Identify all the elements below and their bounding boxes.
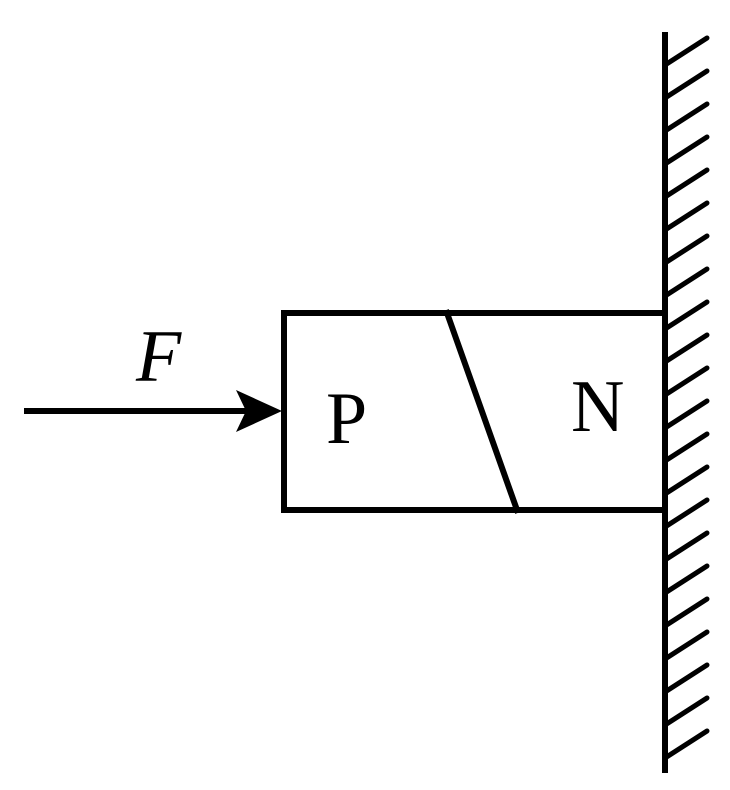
wall-hatch-line — [662, 398, 710, 431]
wall-hatch-line — [662, 35, 710, 68]
block — [281, 309, 668, 514]
wall-hatch-line — [662, 695, 710, 728]
wall-hatch-line — [662, 530, 710, 563]
wall-hatch-line — [662, 200, 710, 233]
wall-hatch-line — [662, 662, 710, 695]
force-arrowhead — [236, 390, 282, 432]
wall-hatch-line — [662, 299, 710, 332]
wall-hatch-line — [662, 596, 710, 629]
wall-hatch-line — [662, 101, 710, 134]
wall — [662, 32, 710, 773]
wedge-label-p: P — [326, 378, 367, 460]
wall-hatch-line — [662, 464, 710, 497]
wall-hatch-line — [662, 68, 710, 101]
wedge-divider-line — [443, 309, 521, 514]
wall-hatch-line — [662, 167, 710, 200]
wall-hatch-line — [662, 365, 710, 398]
wall-hatch-line — [662, 629, 710, 662]
wall-hatch-line — [662, 431, 710, 464]
wall-hatch-line — [662, 233, 710, 266]
force-label: F — [135, 316, 182, 398]
wall-hatch-line — [662, 134, 710, 167]
block-outline — [281, 310, 668, 513]
wall-hatch-line — [662, 332, 710, 365]
wall-hatch-line — [662, 266, 710, 299]
wall-hatch-line — [662, 728, 710, 761]
wedge-label-n: N — [571, 366, 624, 448]
wall-hatching — [662, 35, 710, 761]
force-arrow — [24, 390, 282, 432]
wall-hatch-line — [662, 563, 710, 596]
wall-hatch-line — [662, 497, 710, 530]
